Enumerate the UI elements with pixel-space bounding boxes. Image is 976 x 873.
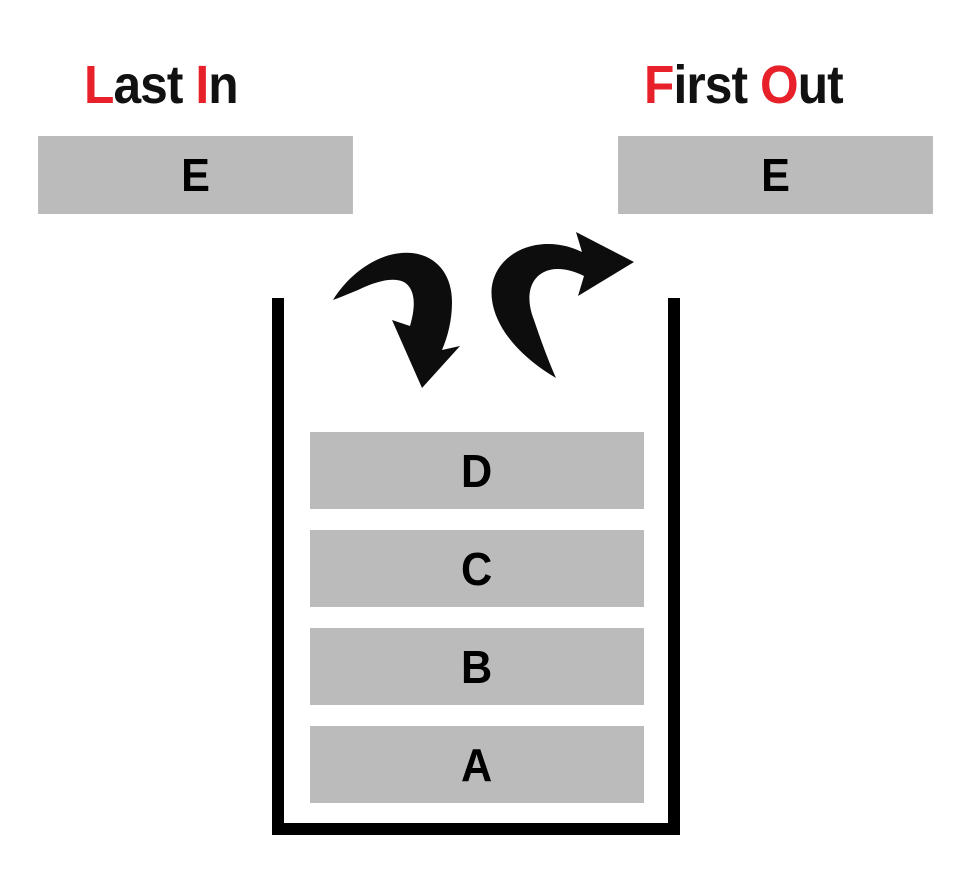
heading-first-out: First Out (644, 55, 844, 115)
heading-last-in: Last In (84, 55, 239, 115)
stack-items-list: D C B A (310, 432, 644, 803)
heading-first-out-segment-3: O (759, 55, 799, 115)
stack-item-label: A (461, 738, 493, 791)
outgoing-element-cell: E (618, 136, 933, 214)
heading-last-in-segment-3: I (195, 55, 209, 115)
heading-first-out-segment-4: ut (797, 55, 844, 115)
stack-wall-right (668, 298, 680, 835)
stack-item: A (310, 726, 644, 803)
stack-wall-left (272, 298, 284, 835)
heading-last-in-segment-4: n (208, 55, 238, 115)
pop-arrow-icon (491, 232, 634, 378)
heading-first-out-segment-2: irst (673, 55, 760, 115)
incoming-element-label: E (181, 149, 210, 201)
push-arrow-icon (333, 252, 460, 388)
stack-item-label: D (461, 444, 493, 497)
stack-wall-bottom (272, 823, 680, 835)
heading-last-in-segment-2: ast (113, 55, 196, 115)
stack-item: C (310, 530, 644, 607)
stack-item: B (310, 628, 644, 705)
outgoing-element-label: E (761, 149, 790, 201)
stack-item-label: B (461, 640, 493, 693)
stack-item: D (310, 432, 644, 509)
heading-last-in-segment-1: L (84, 55, 114, 115)
incoming-element-cell: E (38, 136, 353, 214)
stack-item-label: C (461, 542, 493, 595)
stack-container: D C B A (272, 298, 680, 835)
heading-first-out-segment-1: F (644, 55, 674, 115)
